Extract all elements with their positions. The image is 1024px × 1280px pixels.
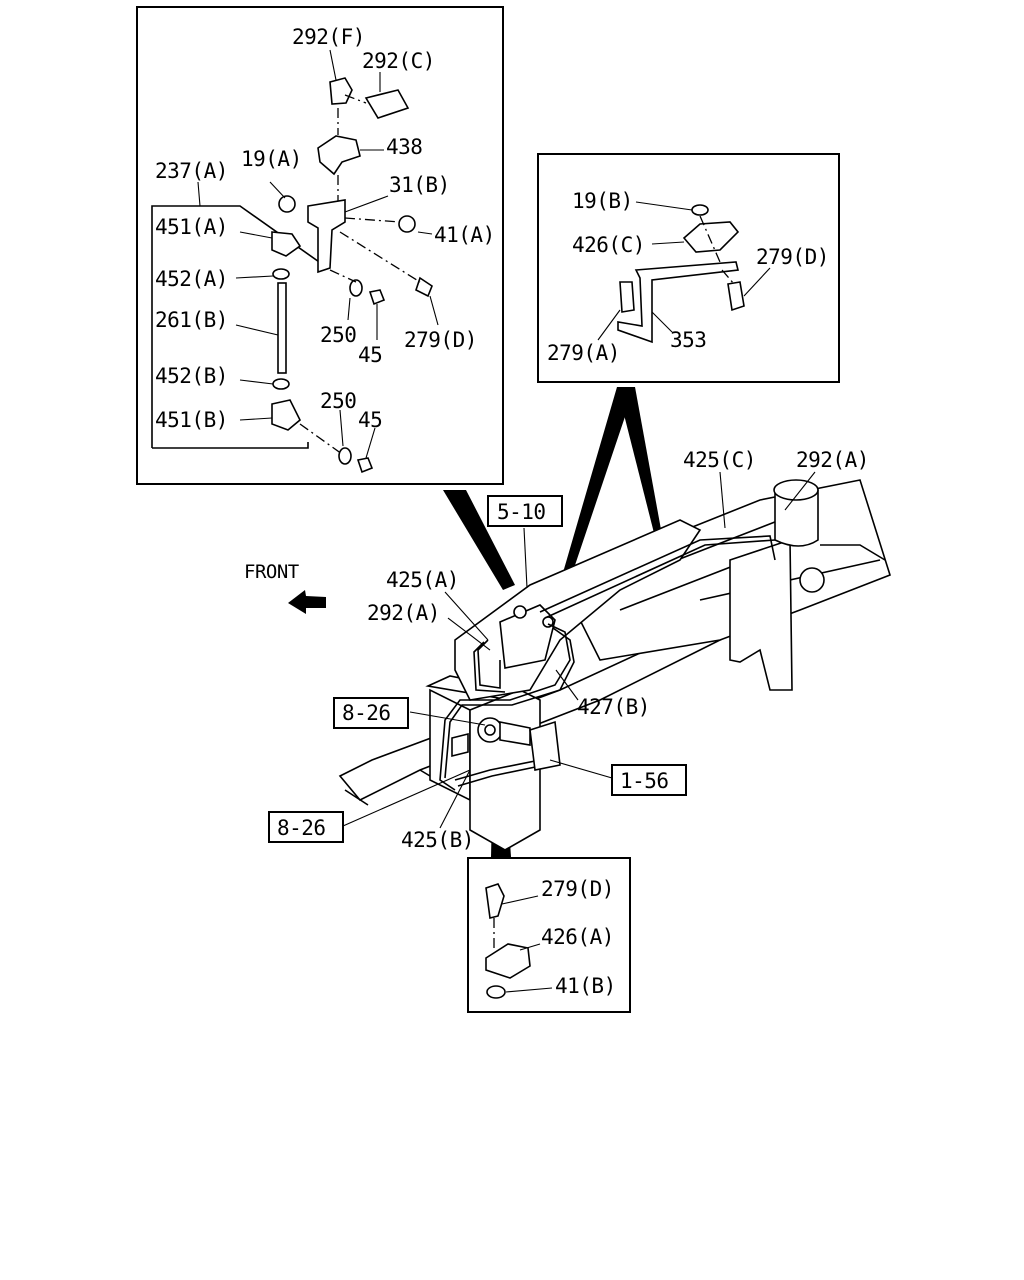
ref-5-10[interactable]: 5-10 bbox=[497, 500, 546, 524]
label-451b: 451(B) bbox=[155, 408, 228, 432]
ref-8-26-lower[interactable]: 8-26 bbox=[277, 816, 326, 840]
detail-box-b bbox=[537, 153, 840, 383]
ref-box-5-10[interactable] bbox=[487, 495, 563, 527]
label-452a: 452(A) bbox=[155, 267, 228, 291]
label-353: 353 bbox=[670, 328, 706, 352]
label-438: 438 bbox=[386, 135, 422, 159]
label-45-lower: 45 bbox=[358, 408, 382, 432]
label-292f: 292(F) bbox=[292, 25, 365, 49]
label-452b: 452(B) bbox=[155, 364, 228, 388]
label-19b: 19(B) bbox=[572, 189, 633, 213]
label-19a: 19(A) bbox=[241, 147, 302, 171]
ref-8-26-upper[interactable]: 8-26 bbox=[342, 701, 391, 725]
label-292a-top: 292(A) bbox=[796, 448, 869, 472]
main-leaders bbox=[342, 471, 816, 829]
label-292a-mid: 292(A) bbox=[367, 601, 440, 625]
callout-wedge-a bbox=[443, 490, 515, 590]
label-279a: 279(A) bbox=[547, 341, 620, 365]
label-41b: 41(B) bbox=[555, 974, 616, 998]
label-279d-c: 279(D) bbox=[541, 877, 614, 901]
label-292c: 292(C) bbox=[362, 49, 435, 73]
label-front: FRONT bbox=[244, 561, 299, 583]
label-426c: 426(C) bbox=[572, 233, 645, 257]
label-250-lower: 250 bbox=[320, 389, 356, 413]
ref-1-56[interactable]: 1-56 bbox=[620, 769, 669, 793]
label-41a: 41(A) bbox=[434, 223, 495, 247]
label-425b: 425(B) bbox=[401, 828, 474, 852]
label-426a: 426(A) bbox=[541, 925, 614, 949]
label-425c: 425(C) bbox=[683, 448, 756, 472]
label-427b: 427(B) bbox=[577, 695, 650, 719]
label-279d-b: 279(D) bbox=[756, 245, 829, 269]
front-arrow-icon bbox=[288, 590, 326, 614]
callout-wedge-b-right bbox=[617, 387, 662, 537]
label-451a: 451(A) bbox=[155, 215, 228, 239]
chassis-assembly bbox=[288, 479, 891, 851]
label-31b: 31(B) bbox=[389, 173, 450, 197]
detail-box-c bbox=[467, 857, 631, 1013]
label-250-upper: 250 bbox=[320, 323, 356, 347]
ref-box-1-56[interactable] bbox=[611, 764, 687, 796]
label-425a: 425(A) bbox=[386, 568, 459, 592]
label-261b: 261(B) bbox=[155, 308, 228, 332]
callout-wedge-b-left bbox=[562, 387, 635, 580]
detail-box-a bbox=[136, 6, 504, 485]
label-45-upper: 45 bbox=[358, 343, 382, 367]
ref-box-8-26-lower[interactable] bbox=[268, 811, 344, 843]
label-279d-a: 279(D) bbox=[404, 328, 477, 352]
label-237a: 237(A) bbox=[155, 159, 228, 183]
ref-box-8-26-upper[interactable] bbox=[333, 697, 409, 729]
